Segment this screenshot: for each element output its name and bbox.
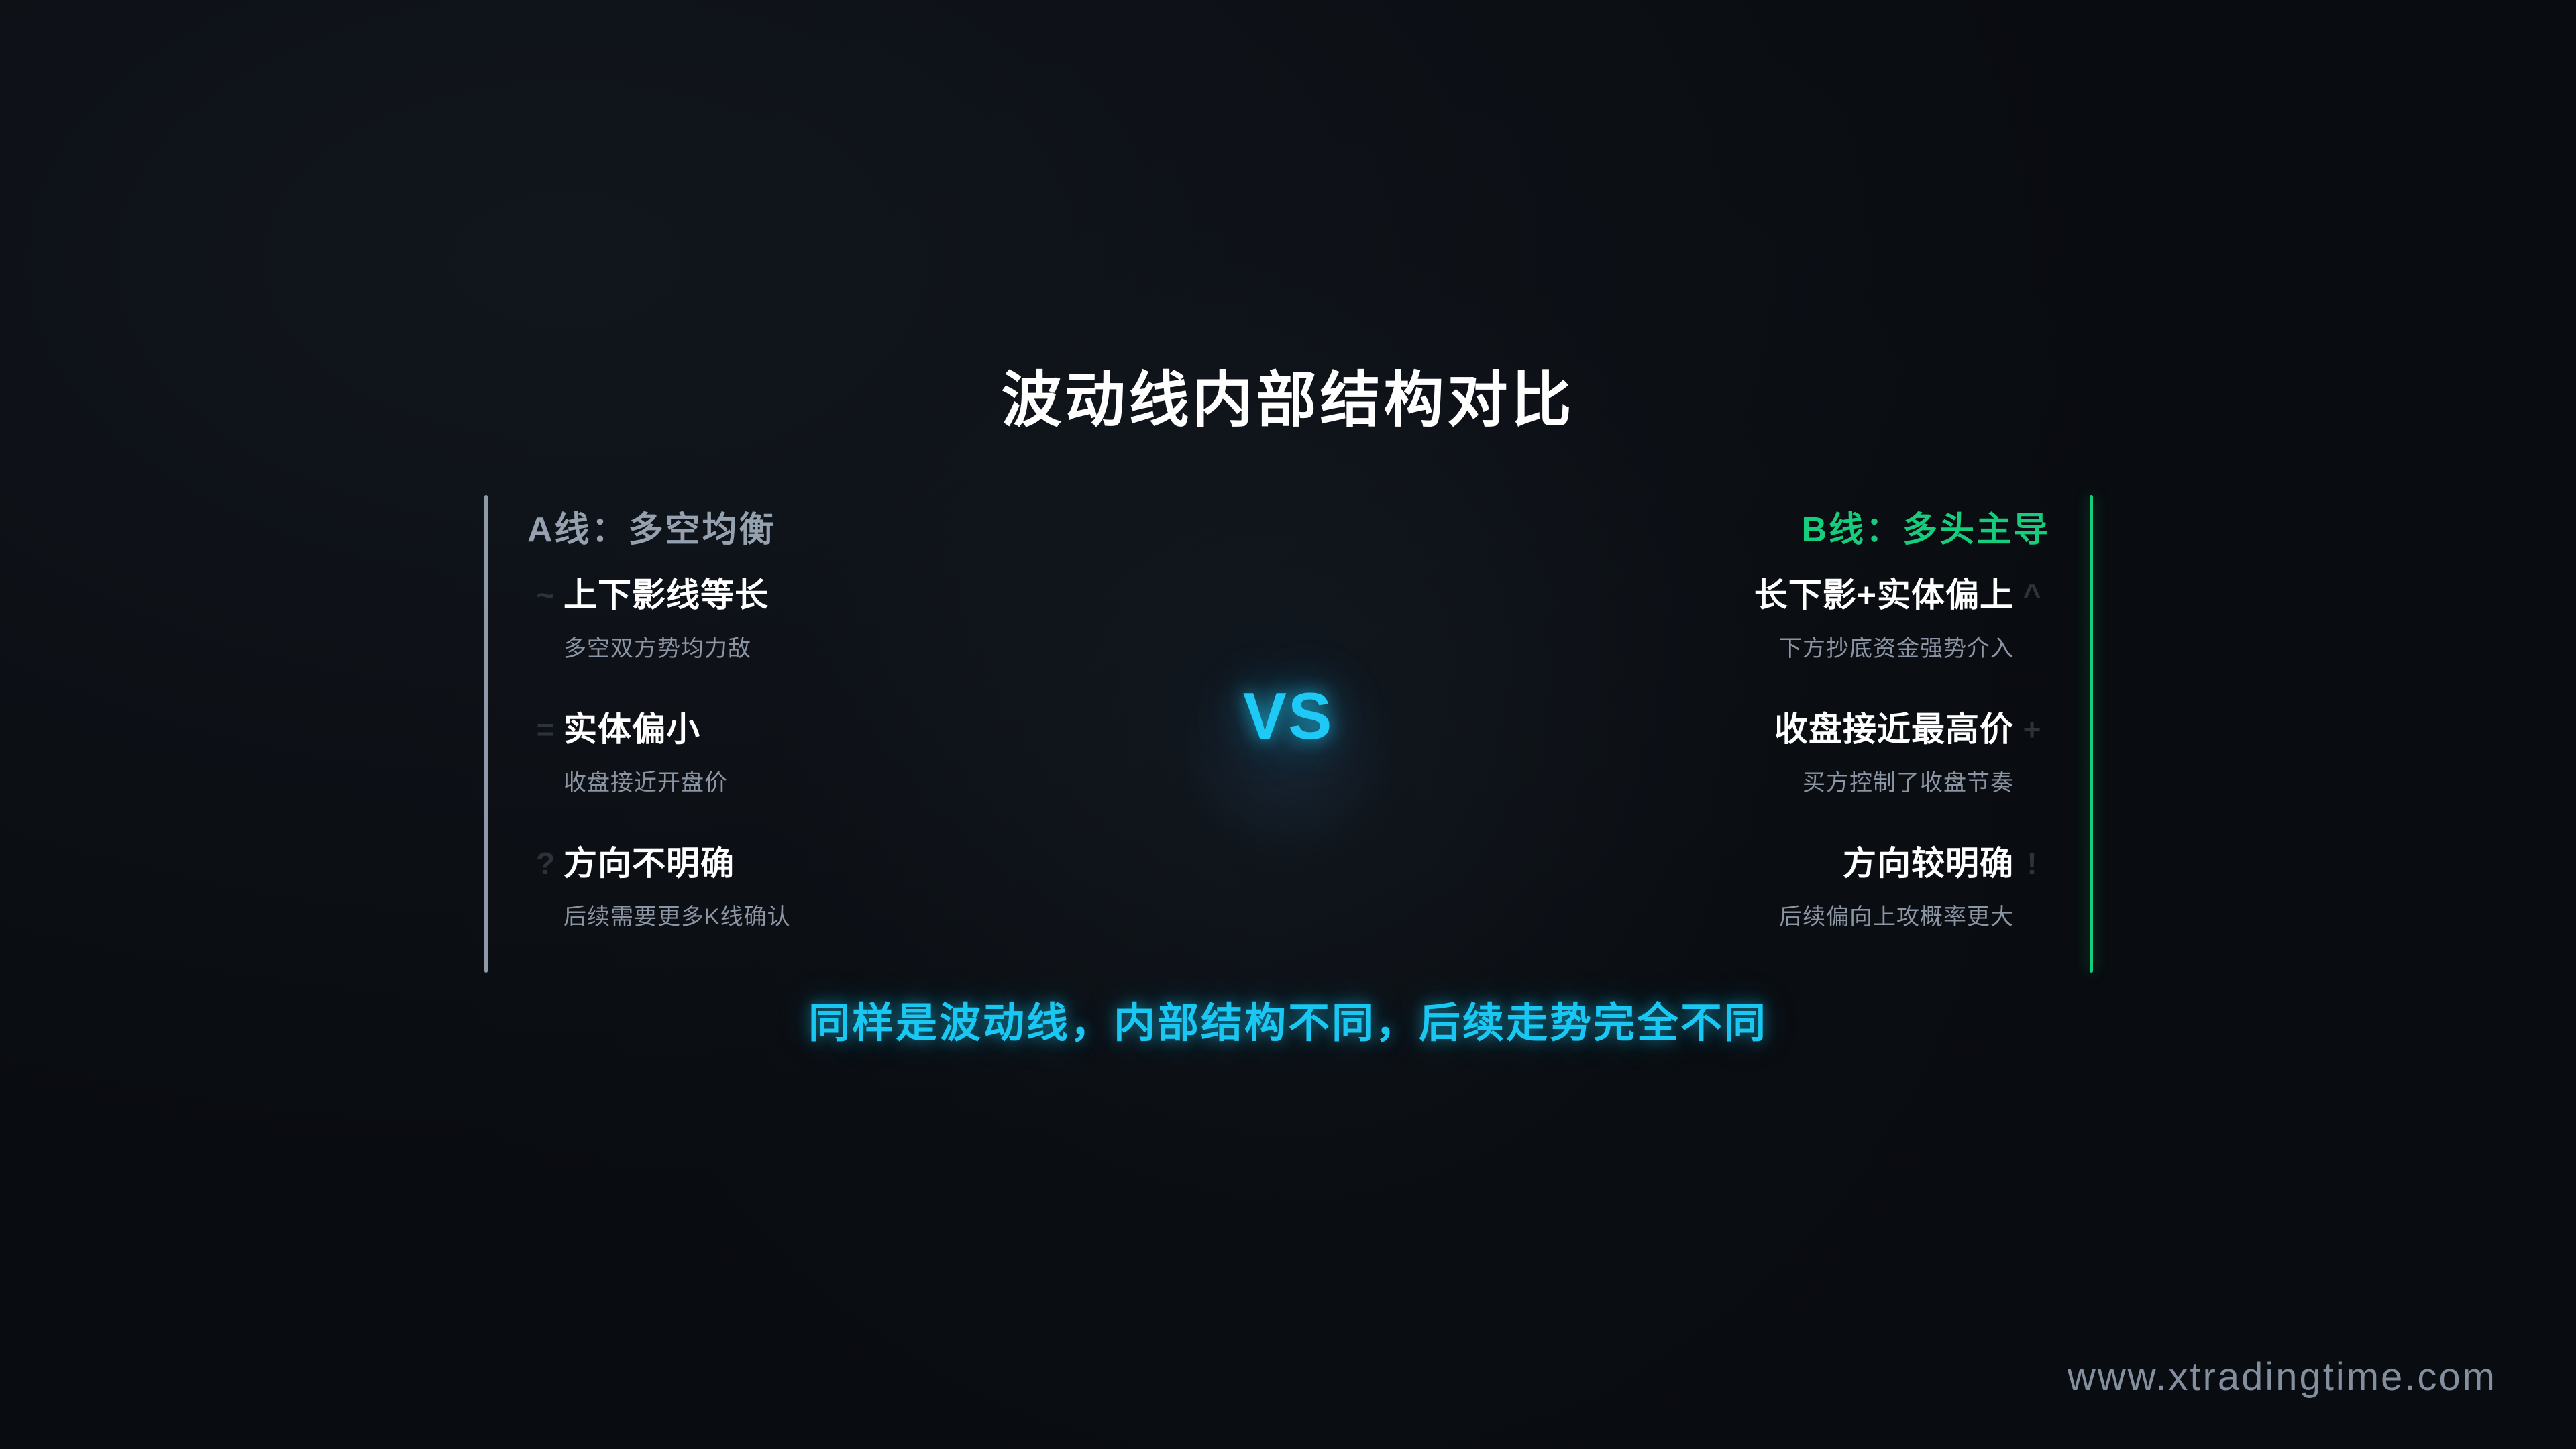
row-title: 收盘接近最高价 [1774,710,2014,748]
list-item: ? 方向不明确 后续需要更多K线确认 [527,839,1205,973]
exclamation-marker-icon: ! [2027,846,2037,881]
equals-marker-icon: = [536,712,555,747]
row-title: 方向较明确 [1843,844,2014,882]
row-main: ~ 上下影线等长 [527,570,1205,620]
watermark-url: www.xtradingtime.com [2067,1355,2497,1399]
row-main: 收盘接近最高价 + [1373,704,2050,754]
list-item: = 实体偏小 收盘接近开盘价 [527,704,1205,839]
row-subtitle: 下方抄底资金强势介入 [1779,636,2014,661]
row-subtitle: 后续需要更多K线确认 [564,904,791,930]
row-title: 长下影+实体偏上 [1754,576,2014,614]
column-b-rows: 长下影+实体偏上 ^ 下方抄底资金强势介入 收盘接近最高价 + 买方控制了收盘节… [1373,570,2050,973]
column-a-header: A线：多空均衡 [527,511,776,549]
list-item: 方向较明确 ! 后续偏向上攻概率更大 [1373,839,2050,973]
list-item: 收盘接近最高价 + 买方控制了收盘节奏 [1373,704,2050,839]
row-main: = 实体偏小 [527,704,1205,754]
column-b-divider-line [2090,495,2093,973]
list-item: 长下影+实体偏上 ^ 下方抄底资金强势介入 [1373,570,2050,704]
column-a-rows: ~ 上下影线等长 多空双方势均力敌 = 实体偏小 收盘接近开盘价 ? 方向不 [527,570,1205,973]
question-marker-icon: ? [535,846,555,881]
row-subtitle: 多空双方势均力敌 [564,636,751,661]
row-title: 上下影线等长 [564,576,769,614]
row-title: 实体偏小 [564,710,700,748]
list-item: ~ 上下影线等长 多空双方势均力敌 [527,570,1205,704]
caret-marker-icon: ^ [2023,578,2041,612]
tilde-marker-icon: ~ [536,578,555,612]
page-title: 波动线内部结构对比 [1001,367,1575,434]
column-a: A线：多空均衡 ~ 上下影线等长 多空双方势均力敌 = 实体偏小 收盘接近开盘价 [527,495,1205,973]
plus-marker-icon: + [2023,712,2041,747]
row-subtitle: 后续偏向上攻概率更大 [1779,904,2014,930]
comparison-panel: A线：多空均衡 ~ 上下影线等长 多空双方势均力敌 = 实体偏小 收盘接近开盘价 [484,495,2093,973]
column-b-header: B线：多头主导 [1801,511,2050,549]
row-main: 方向较明确 ! [1373,839,2050,888]
row-title: 方向不明确 [564,844,735,882]
row-main: ? 方向不明确 [527,839,1205,888]
row-main: 长下影+实体偏上 ^ [1373,570,2050,620]
conclusion-text: 同样是波动线，内部结构不同，后续走势完全不同 [808,1000,1768,1046]
column-b: B线：多头主导 长下影+实体偏上 ^ 下方抄底资金强势介入 收盘接近最高价 + … [1373,495,2050,973]
row-subtitle: 买方控制了收盘节奏 [1803,770,2014,796]
row-subtitle: 收盘接近开盘价 [564,770,728,796]
column-a-divider-line [484,495,488,973]
